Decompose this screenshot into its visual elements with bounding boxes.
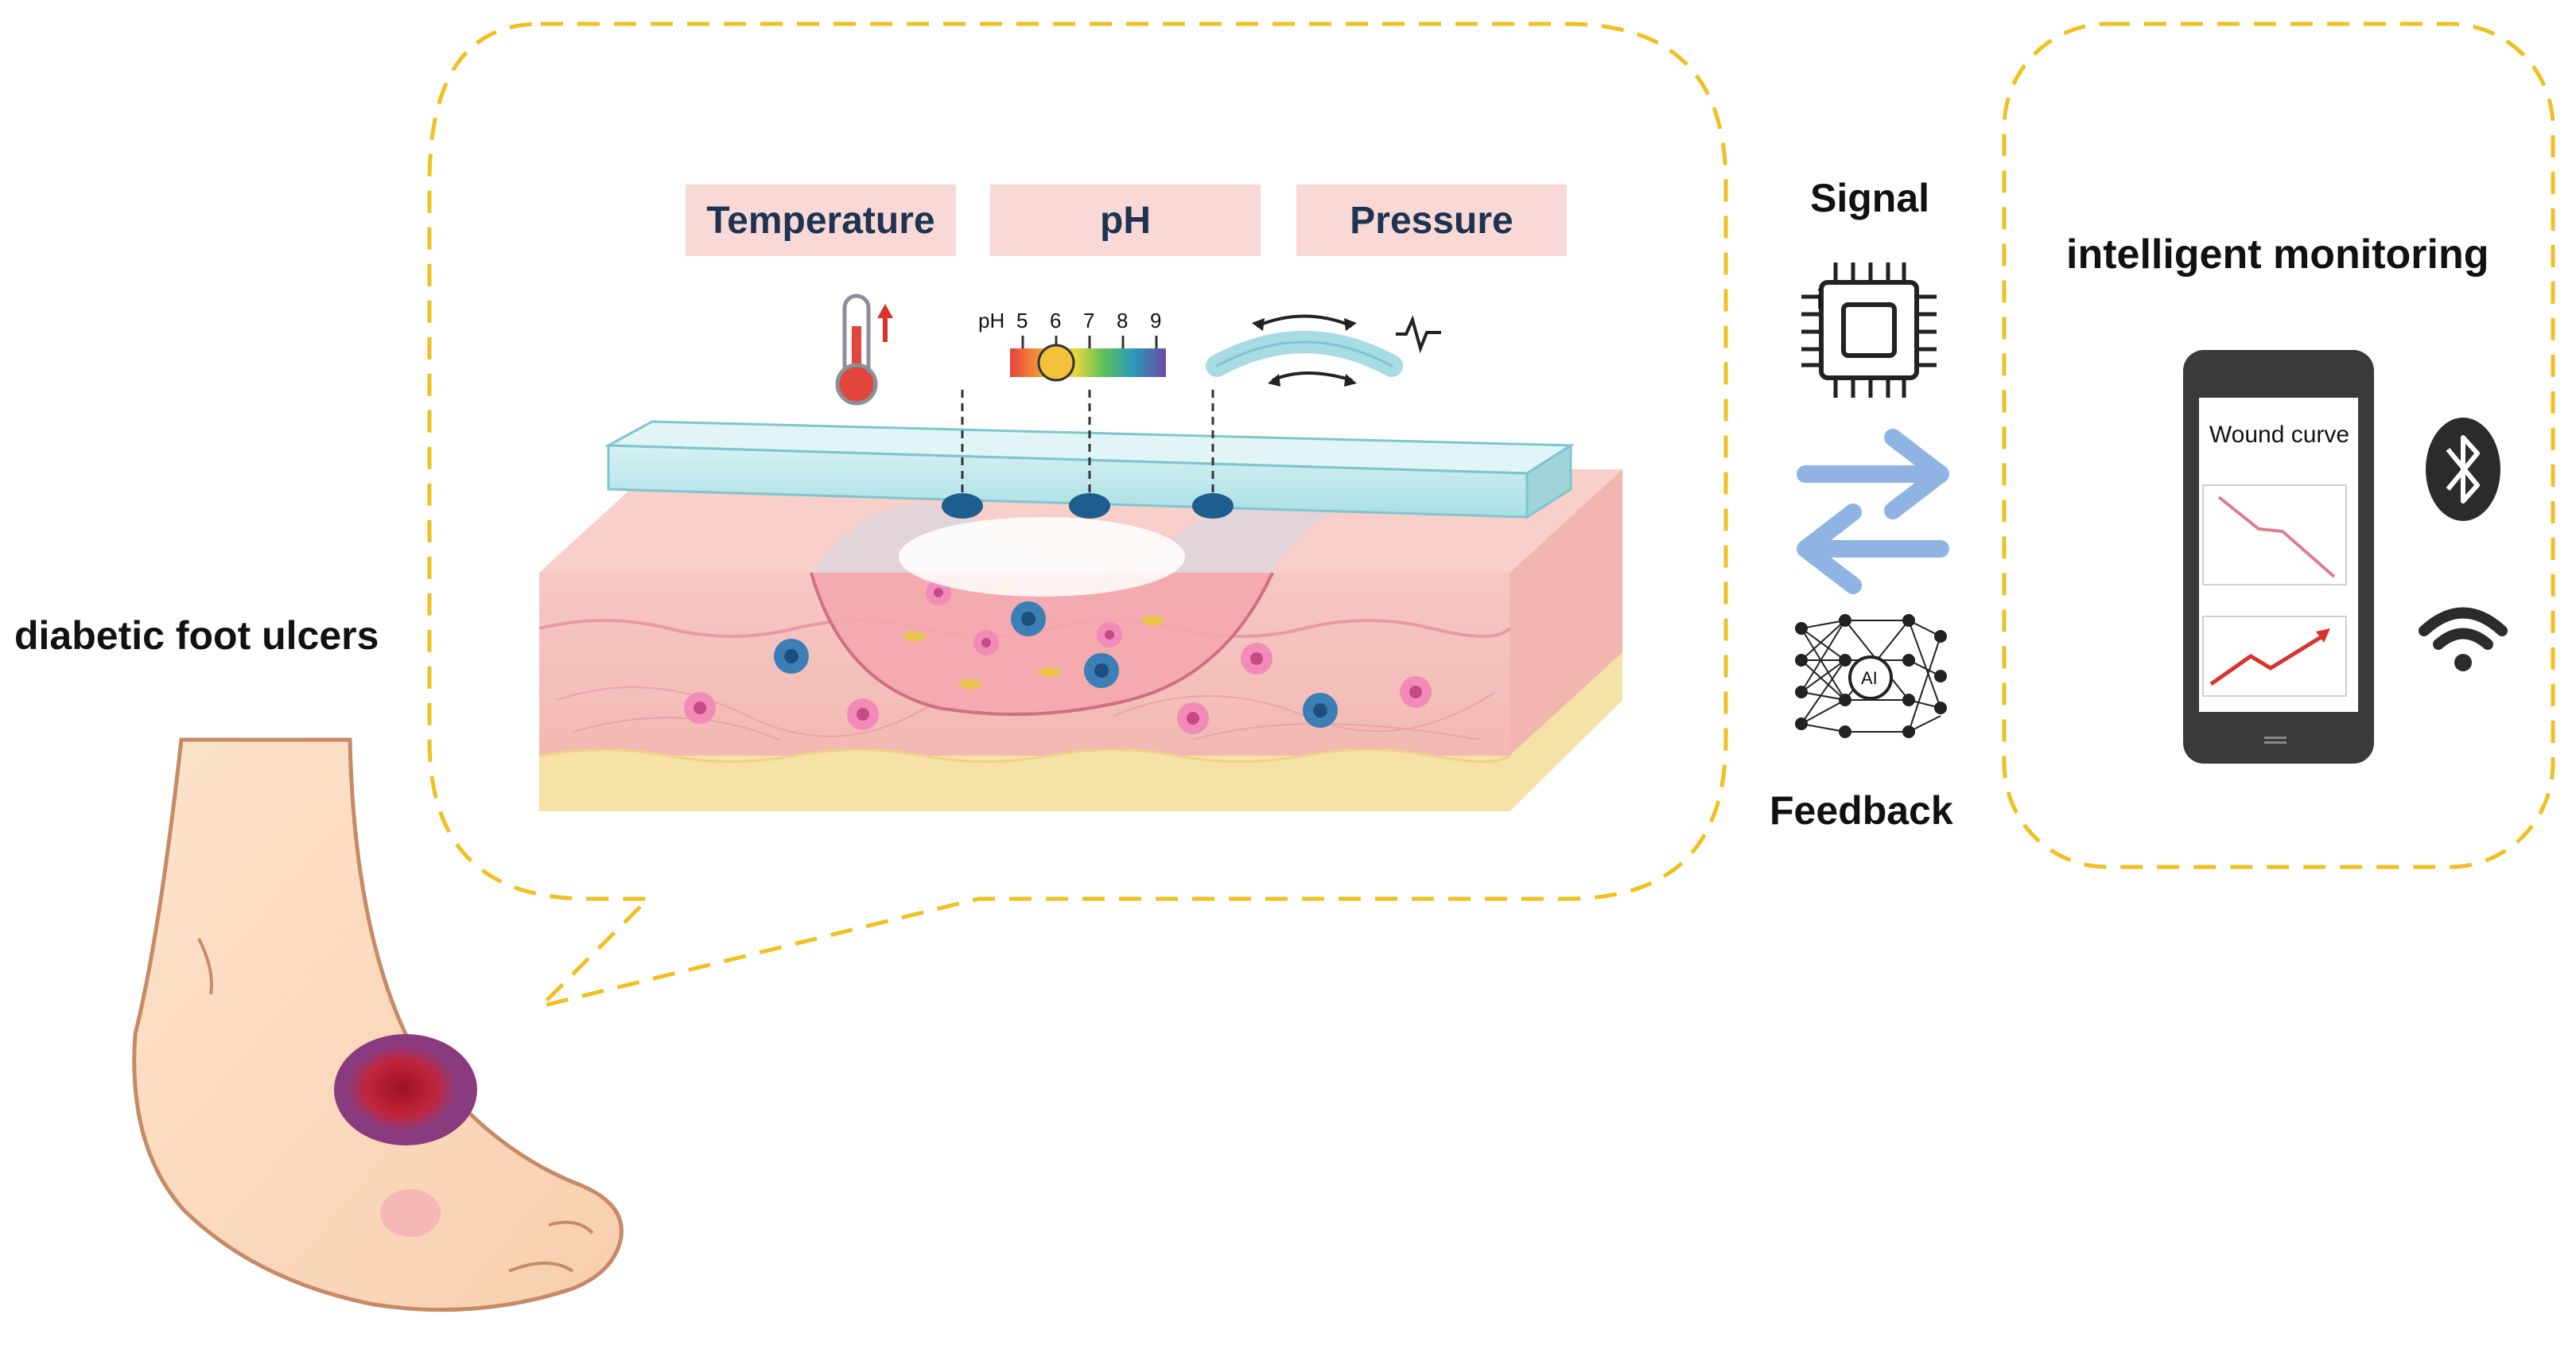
signal-label: Signal [1810,176,1930,220]
bluetooth-icon [2426,418,2500,521]
ph-tick-8: 8 [1117,309,1129,332]
ph-label: pH [1100,199,1151,242]
feedback-arrow-left [1797,504,1949,594]
smartphone-icon [2183,350,2374,764]
ph-box [990,185,1261,256]
pressure-wave-icon [1206,314,1441,387]
ph-tick-5: 5 [1016,309,1028,332]
ph-tick-7: 7 [1083,309,1095,332]
sensor-callout-bubble [427,21,1728,1010]
pressure-label: Pressure [1350,199,1513,242]
thermometer-icon [835,294,893,406]
wifi-icon [2419,607,2508,671]
signal-arrow-right [1797,429,1949,519]
feedback-label: Feedback [1770,788,1953,833]
monitoring-label: intelligent monitoring [2066,231,2489,278]
temperature-box [686,185,956,256]
chip-letter: i [1816,285,1823,315]
monitoring-box [2002,21,2555,869]
neural-network-icon [1795,614,1947,738]
ph-tick-9: 9 [1150,309,1162,332]
ph-scale-prefix: pH [978,309,1005,332]
temperature-label: Temperature [706,199,935,242]
ph-tick-6: 6 [1050,309,1062,332]
condition-label: diabetic foot ulcers [14,613,379,658]
phone-screen-title: Wound curve [2209,422,2350,448]
pressure-box [1296,185,1567,256]
foot-illustration [132,737,624,1312]
ph-strip-icon [1010,336,1166,382]
sensor-electrodes [942,390,1234,519]
chip-icon [1801,262,1937,398]
ai-badge: AI [1861,668,1878,688]
